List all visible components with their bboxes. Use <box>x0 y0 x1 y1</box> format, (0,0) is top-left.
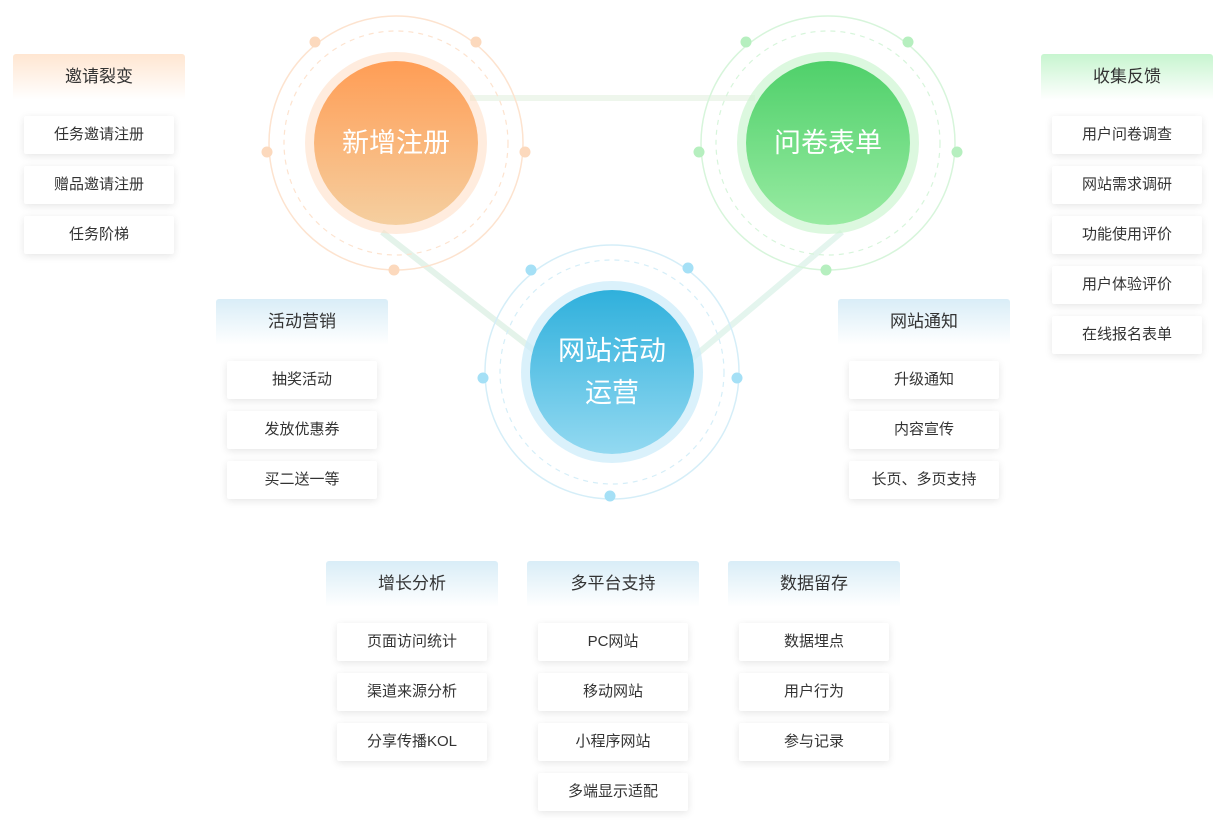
list-item: 买二送一等 <box>227 461 377 499</box>
list-item: 功能使用评价 <box>1052 216 1202 254</box>
hub-operation-label-line2: 运营 <box>585 378 639 408</box>
group-marketing: 活动营销 抽奖活动 发放优惠券 买二送一等 <box>216 299 388 511</box>
group-feedback: 收集反馈 用户问卷调查 网站需求调研 功能使用评价 用户体验评价 在线报名表单 <box>1041 54 1213 366</box>
list-item: 小程序网站 <box>538 723 688 761</box>
group-invite: 邀请裂变 任务邀请注册 赠品邀请注册 任务阶梯 <box>13 54 185 266</box>
list-item: 内容宣传 <box>849 411 999 449</box>
group-growth-title: 增长分析 <box>326 561 498 607</box>
list-item: PC网站 <box>538 623 688 661</box>
group-platform-title: 多平台支持 <box>527 561 699 607</box>
list-item: 任务邀请注册 <box>24 116 174 154</box>
list-item: 用户问卷调查 <box>1052 116 1202 154</box>
group-marketing-title: 活动营销 <box>216 299 388 345</box>
list-item: 用户行为 <box>739 673 889 711</box>
list-item: 渠道来源分析 <box>337 673 487 711</box>
list-item: 抽奖活动 <box>227 361 377 399</box>
list-item: 赠品邀请注册 <box>24 166 174 204</box>
hub-operation-label-line1: 网站活动 <box>558 336 666 366</box>
list-item: 分享传播KOL <box>337 723 487 761</box>
hub-form-label: 问卷表单 <box>774 128 882 158</box>
list-item: 任务阶梯 <box>24 216 174 254</box>
group-notice-title: 网站通知 <box>838 299 1010 345</box>
hub-register: 新增注册 <box>314 61 478 225</box>
group-feedback-title: 收集反馈 <box>1041 54 1213 100</box>
hub-register-label: 新增注册 <box>342 128 450 158</box>
list-item: 在线报名表单 <box>1052 316 1202 354</box>
group-notice: 网站通知 升级通知 内容宣传 长页、多页支持 <box>838 299 1010 511</box>
list-item: 页面访问统计 <box>337 623 487 661</box>
list-item: 数据埋点 <box>739 623 889 661</box>
group-growth: 增长分析 页面访问统计 渠道来源分析 分享传播KOL <box>326 561 498 773</box>
list-item: 网站需求调研 <box>1052 166 1202 204</box>
list-item: 用户体验评价 <box>1052 266 1202 304</box>
group-retention: 数据留存 数据埋点 用户行为 参与记录 <box>728 561 900 773</box>
list-item: 参与记录 <box>739 723 889 761</box>
hub-operation: 网站活动 运营 <box>530 290 694 454</box>
list-item: 升级通知 <box>849 361 999 399</box>
list-item: 发放优惠券 <box>227 411 377 449</box>
list-item: 多端显示适配 <box>538 773 688 811</box>
group-retention-title: 数据留存 <box>728 561 900 607</box>
group-platform: 多平台支持 PC网站 移动网站 小程序网站 多端显示适配 <box>527 561 699 823</box>
group-invite-title: 邀请裂变 <box>13 54 185 100</box>
list-item: 移动网站 <box>538 673 688 711</box>
list-item: 长页、多页支持 <box>849 461 999 499</box>
hub-form: 问卷表单 <box>746 61 910 225</box>
